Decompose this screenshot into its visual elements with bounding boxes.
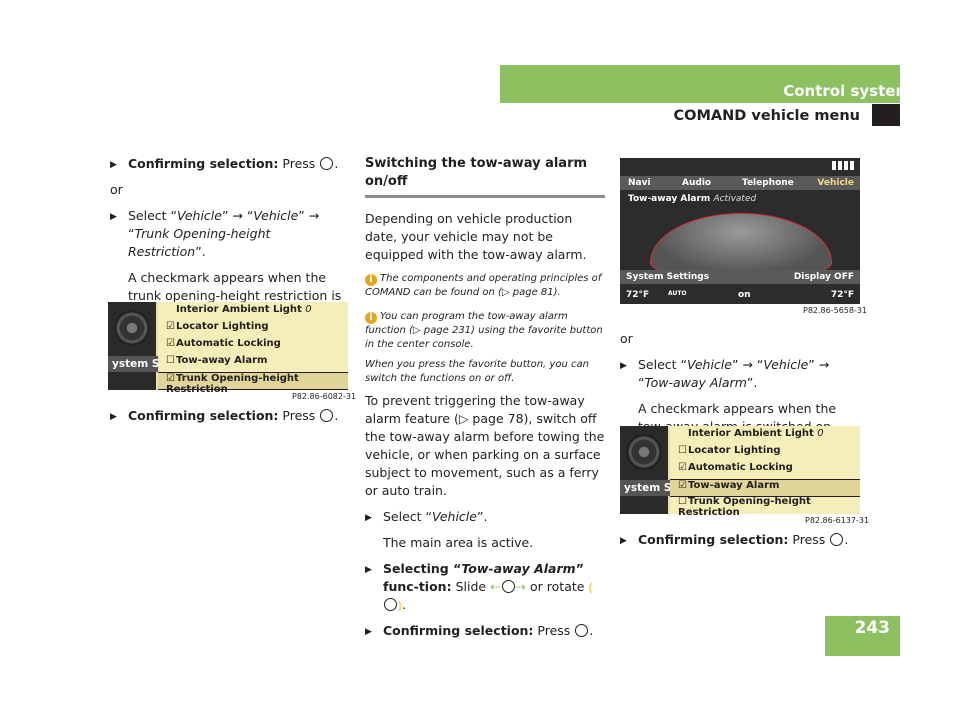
paragraph: To prevent triggering the tow-away alarm…: [365, 393, 605, 498]
slide-arrows-icon: ⇠: [490, 579, 501, 594]
subsection-title: COMAND vehicle menu: [673, 108, 860, 124]
image-caption: P82.86-6082-31: [292, 392, 357, 401]
column-1: Confirming selection: Press . or Select …: [110, 155, 350, 331]
step-confirm: Confirming selection: Press .: [365, 622, 605, 641]
step-confirm: Confirming selection: Press .: [110, 155, 350, 174]
controller-slide-icon: [501, 580, 515, 593]
signal-icon: [832, 161, 856, 170]
wheel-icon: [626, 434, 662, 470]
page-number-box: 243: [825, 616, 900, 656]
menu-screenshot-2: ystem Set Interior Ambient Light 0 ☐Loca…: [620, 426, 860, 518]
rotate-icon: ⦅: [588, 579, 593, 594]
menu-screenshot-1: ystem Set Interior Ambient Light 0 ☑Loca…: [108, 302, 348, 395]
controller-press-icon: [320, 409, 334, 422]
column-1-lower: Confirming selection: Press .: [110, 407, 350, 433]
image-caption: P82.86-6137-31: [805, 516, 870, 525]
step-select-function: Selecting “Tow-away Alarm” func-tion: Sl…: [365, 560, 605, 614]
header-marker: [872, 104, 900, 126]
step-select: Select “Vehicle” → “Vehicle” → “Trunk Op…: [110, 207, 350, 261]
column-2: Switching the tow-away alarm on/off Depe…: [365, 155, 605, 648]
controller-press-icon: [575, 624, 589, 637]
or-text: or: [620, 331, 633, 346]
column-3-lower: Confirming selection: Press .: [620, 531, 865, 557]
page-number: 243: [854, 618, 891, 638]
controller-press-icon: [830, 533, 844, 546]
image-caption: P82.86-5658-31: [803, 306, 868, 315]
comand-vehicle-screen: Navi Audio Telephone Vehicle Tow-away Al…: [620, 158, 860, 304]
step-confirm: Confirming selection: Press .: [110, 407, 350, 426]
car-image: [650, 213, 832, 275]
controller-rotate-icon: [384, 598, 397, 611]
step-select: Select “Vehicle”.: [365, 508, 605, 527]
section-heading: Switching the tow-away alarm on/off: [365, 155, 605, 198]
info-icon: i: [365, 274, 377, 286]
paragraph: Depending on vehicle production date, yo…: [365, 211, 587, 262]
wheel-icon: [114, 310, 150, 346]
controller-press-icon: [320, 157, 334, 170]
paragraph: The main area is active.: [383, 535, 534, 550]
or-text: or: [110, 182, 123, 197]
info-icon: i: [365, 312, 377, 324]
step-confirm: Confirming selection: Press .: [620, 531, 865, 550]
section-title: Control systems: [783, 82, 920, 100]
step-select: Select “Vehicle” → “Vehicle” → “Tow-away…: [620, 356, 865, 392]
note-text: When you press the favorite button, you …: [365, 359, 589, 384]
header-bar: [500, 65, 900, 103]
